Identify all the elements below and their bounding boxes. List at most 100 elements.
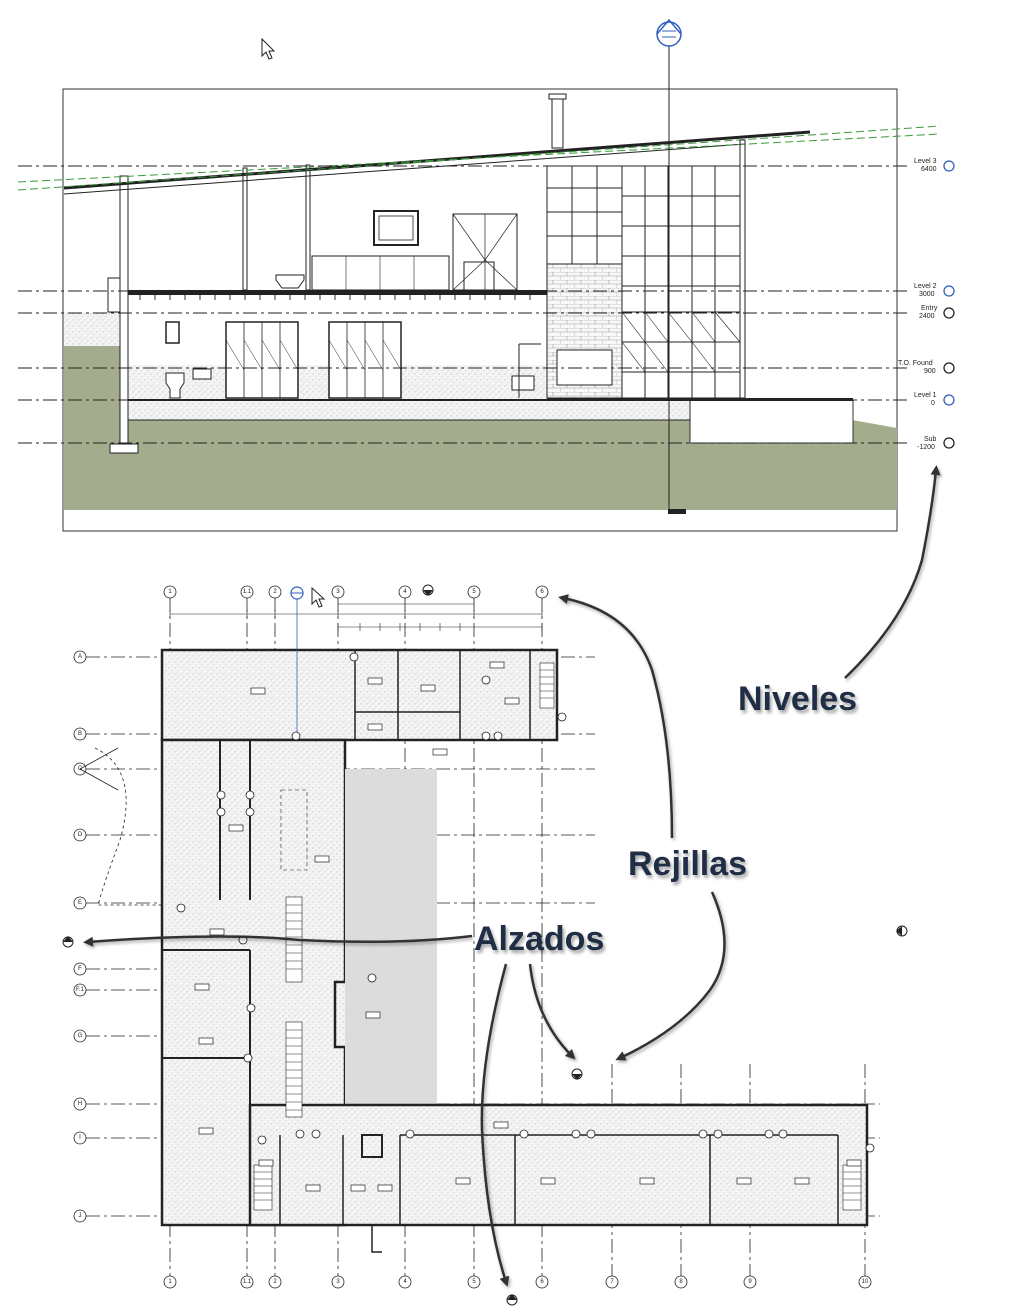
level-tag-sub[interactable]: Sub -1200 — [917, 436, 955, 451]
grid-label: 2 — [273, 1279, 277, 1285]
toilet — [165, 372, 185, 399]
ground-mass-right — [690, 443, 897, 510]
foundation-right — [689, 399, 854, 444]
grid-label: B — [78, 731, 82, 737]
level-tag-to-found[interactable]: T.O. Found 900 — [898, 360, 955, 375]
arrow-rejillas-bottom — [615, 891, 726, 1061]
lower-sink — [192, 368, 212, 380]
stair-4 — [253, 1164, 273, 1211]
grid-label: I — [79, 1135, 81, 1141]
level-elevation: 3000 — [919, 291, 935, 298]
section-cut-end — [668, 509, 686, 514]
interior-wall-north — [354, 650, 531, 740]
column-mid-2 — [305, 164, 311, 291]
level-tag-level-3[interactable]: Level 3 6400 — [914, 158, 955, 173]
arrow-alzados-bottom — [480, 963, 510, 1287]
second-floor-slab — [127, 290, 547, 295]
floor-plan-view: 1 1.1 2 3 4 5 6 1 1.1 2 3 4 — [62, 584, 908, 1306]
callout-niveles: Niveles — [738, 680, 858, 718]
interior-wall-south — [279, 1134, 839, 1225]
ground-slope — [852, 420, 897, 443]
elevation-marker-center-icon[interactable] — [571, 1068, 583, 1080]
grid-label: D — [78, 832, 83, 838]
toilet-stall — [361, 1134, 383, 1158]
upper-sink — [275, 274, 305, 289]
south-wing — [248, 1103, 869, 1227]
chimney — [551, 97, 564, 149]
grid-label: 10 — [862, 1279, 869, 1285]
grid-bubbles-bottom — [163, 1275, 872, 1289]
slab-line — [127, 398, 853, 401]
interior-wall-west — [162, 740, 251, 1225]
window-unit-left — [107, 277, 121, 313]
floor-slab — [126, 399, 691, 421]
fireplace-opening — [556, 349, 613, 386]
grid-label: G — [78, 1033, 83, 1039]
level-lines — [18, 165, 910, 444]
level-elevation: 0 — [931, 400, 935, 407]
upper-chair — [463, 261, 495, 291]
level-tag-level-2[interactable]: Level 2 3000 — [914, 283, 955, 298]
elevation-marker-south-icon[interactable] — [506, 1294, 518, 1306]
grid-label: F — [78, 966, 82, 972]
lower-french-doors-2 — [328, 321, 402, 399]
level-elevation: -1200 — [917, 444, 935, 451]
callout-arrows — [83, 465, 941, 1287]
level-tag-entry[interactable]: Entry 2400 — [919, 305, 955, 320]
elevation-marker-west-icon[interactable] — [62, 936, 74, 948]
level-marker-icon — [943, 362, 955, 374]
grid-label: 7 — [610, 1279, 614, 1285]
ground-mass — [64, 345, 122, 510]
grid-label: 9 — [748, 1279, 752, 1285]
joist-ticks — [139, 295, 531, 300]
picture-inner-upper — [378, 215, 414, 241]
roof-underside — [63, 143, 746, 195]
upper-cabinet-divider — [345, 256, 415, 290]
upper-cabinet — [311, 255, 450, 291]
level-marker-icon — [943, 307, 955, 319]
grid-label: E — [78, 900, 82, 906]
grid-label: 6 — [540, 1279, 544, 1285]
level-elevation: 900 — [924, 368, 936, 375]
grid-label: 1.1 — [243, 1279, 252, 1285]
chimney-cap — [548, 93, 567, 100]
grid-label: 1 — [168, 589, 172, 595]
elevation-marker-east-icon[interactable] — [896, 925, 908, 937]
arrow-alzados-center — [528, 963, 576, 1060]
callout-alzados: Alzados — [474, 920, 605, 958]
level-marker-icon — [943, 285, 955, 297]
cursor-plan-icon — [311, 586, 326, 608]
outside-wall-line — [371, 1225, 382, 1253]
ground-mass-main — [122, 420, 690, 510]
earth-left — [64, 312, 122, 346]
grid-label: 6 — [540, 589, 544, 595]
grid-label: 2 — [273, 589, 277, 595]
level-elevation: 2400 — [919, 313, 935, 320]
grid-labels-bottom: 1 1.1 2 3 4 5 6 7 8 9 10 — [168, 1279, 869, 1285]
level-name: Level 1 — [914, 392, 937, 399]
courtyard-corridor — [345, 769, 437, 1106]
footing-left — [109, 443, 139, 454]
level-name: Level 2 — [914, 283, 937, 290]
level-marker-icon — [943, 437, 955, 449]
section-head-plan-icon[interactable] — [290, 586, 304, 600]
arrow-alzados-left — [83, 934, 473, 947]
stair-5 — [842, 1164, 862, 1211]
grid-label: A — [78, 654, 82, 660]
grid-label: 3 — [336, 589, 340, 595]
level-elevation: 6400 — [921, 166, 937, 173]
floor-lamp — [511, 343, 541, 398]
stair-2 — [285, 1021, 303, 1118]
level-name: Entry — [921, 305, 938, 312]
roof-green-dash-2 — [17, 133, 941, 183]
scope-wedge — [79, 747, 119, 791]
grid-label: 8 — [679, 1279, 683, 1285]
section-head-icon — [656, 18, 682, 47]
column-mid-1 — [242, 167, 248, 291]
column-left — [119, 175, 129, 445]
atrium-void-outline — [280, 789, 308, 871]
level-tag-level-1[interactable]: Level 1 0 — [914, 392, 955, 407]
grid-label: 3 — [336, 1279, 340, 1285]
elevation-marker-north-icon[interactable] — [422, 584, 434, 596]
